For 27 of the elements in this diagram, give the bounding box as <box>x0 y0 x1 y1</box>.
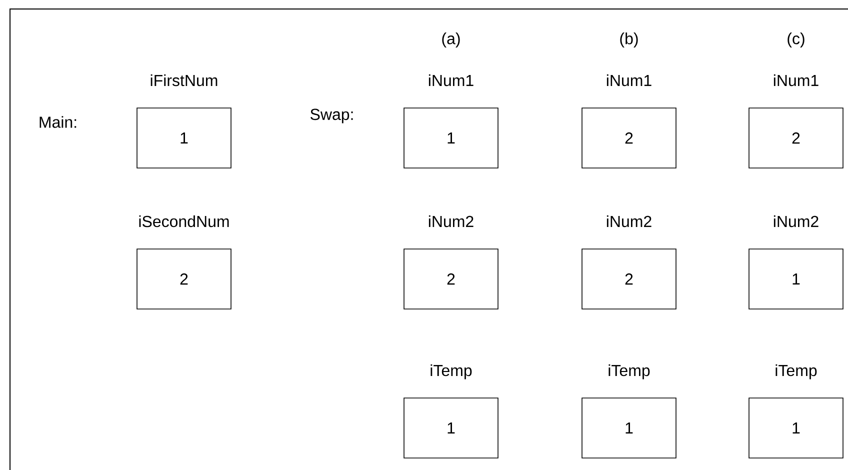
variable-name: iNum1 <box>774 74 818 86</box>
variable-name: iNum2 <box>606 215 652 228</box>
section-label: Main: <box>40 116 76 128</box>
variable-name: iNum1 <box>428 74 474 86</box>
variable-box: 2 <box>136 248 232 310</box>
variable-name: iNum1 <box>606 74 652 86</box>
column-label: (a) <box>442 32 460 48</box>
variable-name: iSecondNum <box>139 215 229 228</box>
variable-box: 1 <box>404 108 498 168</box>
variable-box: 1 <box>748 248 844 310</box>
variable-name: iFirstNum <box>150 74 218 86</box>
variable-name: iNum2 <box>774 215 818 228</box>
variable-box: 2 <box>404 248 498 310</box>
variable-box: 2 <box>582 248 676 310</box>
variable-box: 1 <box>582 398 676 458</box>
variable-box: 1 <box>404 398 498 458</box>
variable-box: 2 <box>582 108 676 168</box>
column-label: (b) <box>620 32 638 48</box>
variable-name: iTemp <box>776 364 817 380</box>
variable-name: iTemp <box>608 364 650 380</box>
variable-box: 1 <box>748 398 844 458</box>
column-label: (c) <box>788 32 804 48</box>
variable-box: 2 <box>748 108 844 168</box>
variable-name: iTemp <box>430 364 472 380</box>
section-label: Swap: <box>310 108 353 124</box>
variable-box: 1 <box>136 108 232 168</box>
variable-name: iNum2 <box>428 215 474 228</box>
